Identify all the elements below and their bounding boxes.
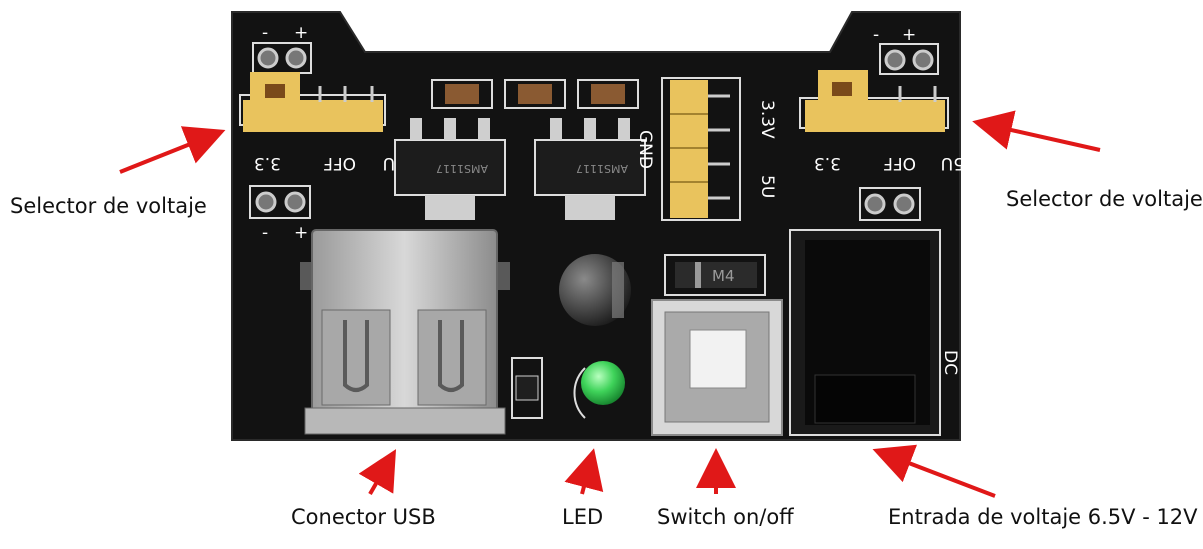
right-jumper-header [799, 70, 949, 132]
pcb-minus-top-left: - [262, 23, 268, 43]
regulator-left [394, 118, 506, 220]
output-header [661, 77, 741, 221]
left-bottom-pads [249, 185, 311, 219]
pcb-33-left: 3.3 [254, 153, 281, 173]
pcb-minus-top-right: - [873, 25, 879, 45]
left-jumper-header [239, 72, 386, 132]
label-power-input: Entrada de voltaje 6.5V - 12V [888, 505, 1198, 529]
pcb-gnd: GND [635, 130, 655, 169]
label-switch: Switch on/off [657, 505, 794, 529]
label-usb: Conector USB [291, 505, 436, 529]
pcb-plus-top-left: + [294, 23, 308, 43]
pcb-off-left: OFF [323, 153, 356, 173]
pcb-off-right: OFF [883, 153, 916, 173]
label-selector-right: Selector de voltaje [1006, 187, 1203, 211]
right-top-pads [879, 43, 939, 75]
pcb-minus-bottom-left: - [262, 223, 268, 243]
smd-components [431, 79, 639, 109]
led-component [511, 357, 625, 419]
regulator-right [534, 118, 646, 220]
arrow-selector-left [119, 126, 226, 174]
label-selector-left: Selector de voltaje [10, 194, 207, 218]
pcb-plus-top-right: + [902, 25, 916, 45]
power-switch [651, 299, 783, 436]
usb-connector [300, 229, 510, 435]
left-top-pads [252, 42, 312, 74]
regulator-left-label: AMS1117 [436, 162, 488, 175]
pcb-5v-side: 5U [757, 175, 777, 198]
pcb-33v-side: 3.3V [757, 100, 777, 139]
arrow-selector-right [972, 110, 1101, 152]
pcb-33-right: 3.3 [814, 153, 841, 173]
pcb-5v-right: 5U [941, 153, 964, 173]
diode [664, 254, 766, 296]
electrolytic-capacitor [559, 254, 631, 326]
label-led: LED [562, 505, 604, 529]
pcb-plus-bottom-left: + [294, 223, 308, 243]
dc-barrel-jack [789, 229, 941, 436]
diode-label: M4 [712, 267, 735, 285]
arrow-led [564, 448, 604, 495]
right-bottom-pads [859, 187, 921, 221]
arrow-power-input [872, 444, 996, 498]
pcb-dc: DC [940, 350, 960, 375]
regulator-right-label: AMS1117 [576, 162, 628, 175]
arrow-usb [358, 449, 397, 496]
